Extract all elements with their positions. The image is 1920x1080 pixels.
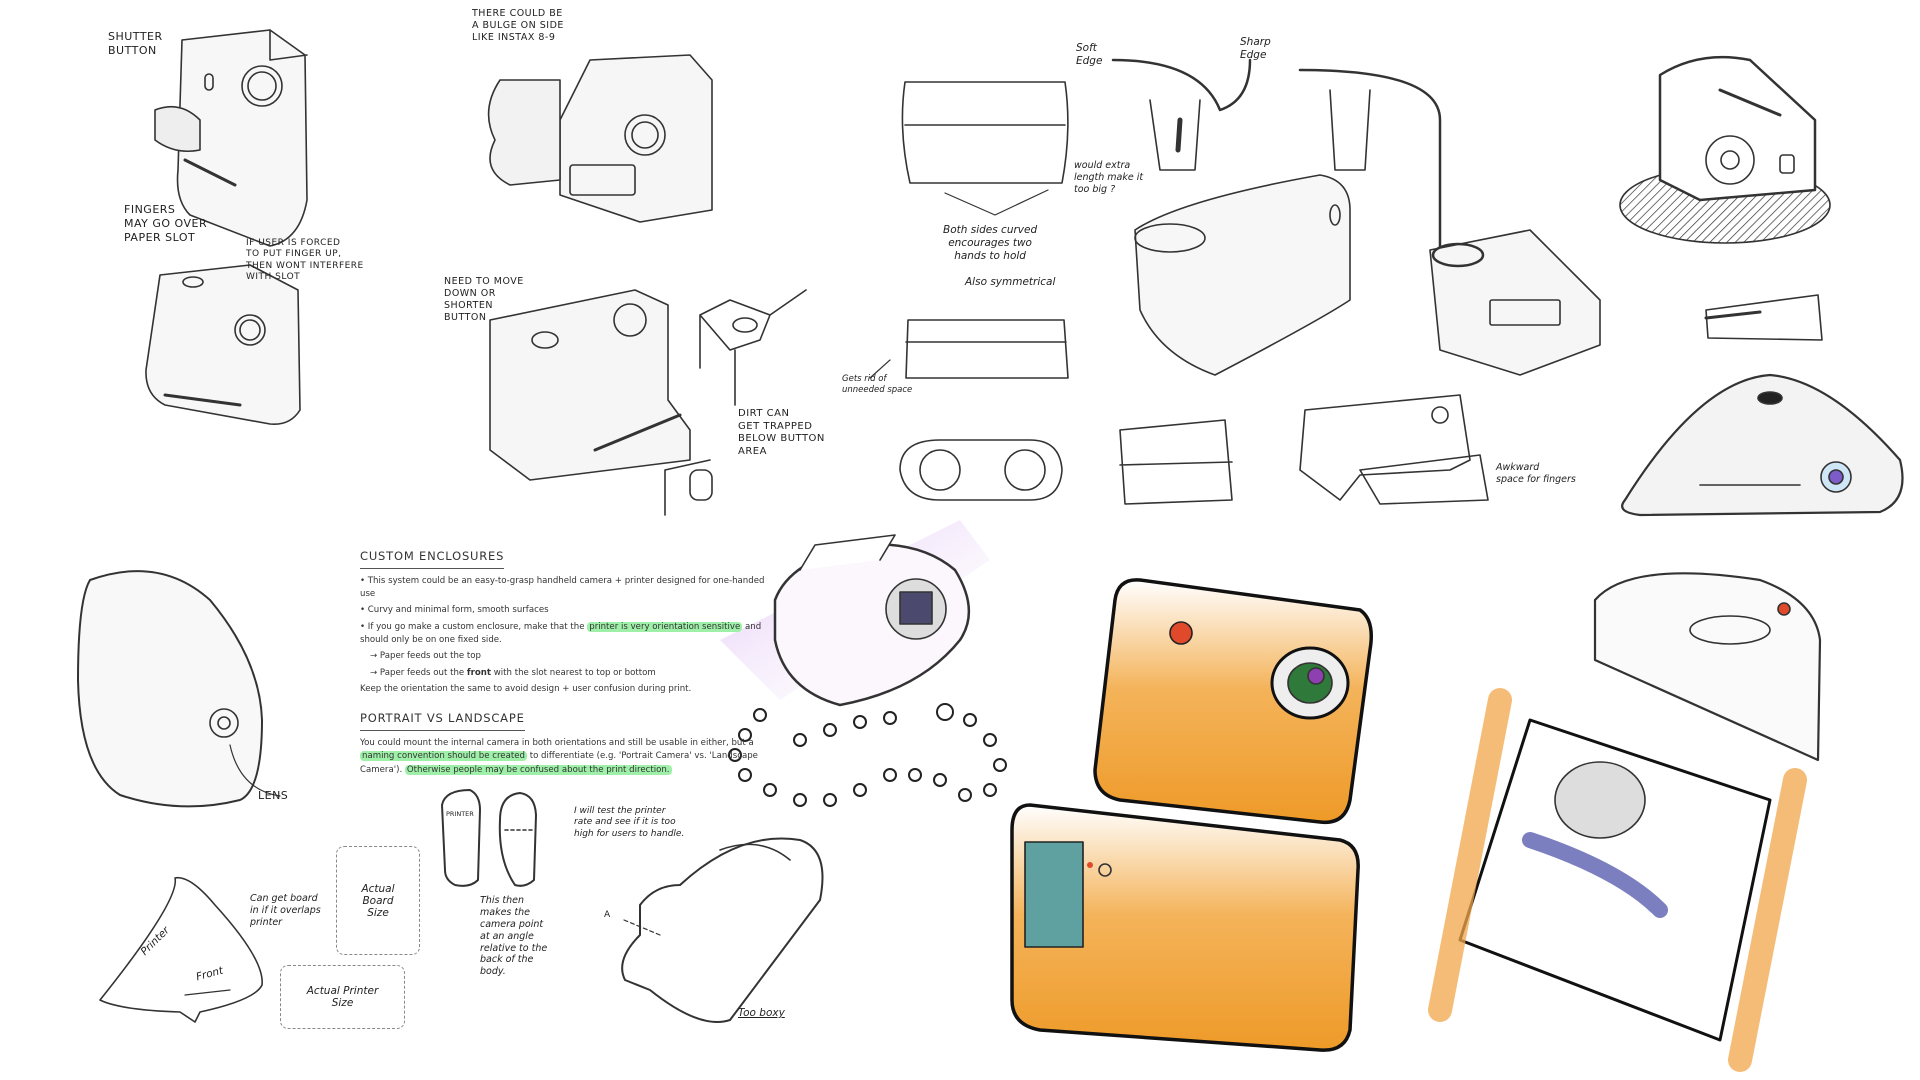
button-detail-sketch [664, 289, 807, 516]
top-view-sketch-curved [901, 81, 1069, 216]
annotation-dirt: DIRT CAN GET TRAPPED BELOW BUTTON AREA [738, 408, 825, 457]
bullet-handheld: • This system could be an easy-to-grasp … [360, 575, 765, 600]
dome-camera-sketch [77, 570, 281, 808]
arrow-item-top: → Paper feeds out the top [370, 651, 481, 662]
annotation-awkward: Awkward space for fingers [1496, 462, 1576, 485]
annotation-shutter-button: SHUTTER BUTTON [108, 30, 163, 57]
camera-sketch-hatched [1619, 55, 1831, 244]
camera-sketch-hand-grip [154, 29, 308, 247]
keep-orientation-text: Keep the orientation the same to avoid d… [360, 684, 692, 694]
too-boxy-sketch [621, 837, 824, 1023]
annotation-bulge: THERE COULD BE A BULGE ON SIDE LIKE INST… [472, 8, 564, 43]
camera-sketch-bulge [487, 54, 713, 223]
heading-custom-enclosures: Custom Enclosures [360, 548, 505, 569]
text: • If you go make a custom enclosure, mak… [360, 621, 588, 632]
annotation-sharp-edge: Sharp Edge [1240, 36, 1271, 62]
text: and should only be on one fixed side. [360, 621, 762, 646]
annotation-soft-edge: Soft Edge [1076, 42, 1103, 68]
triangle-camera-sketch [1621, 373, 1904, 517]
annotation-move-button: NEED TO MOVE DOWN OR SHORTEN BUTTON [444, 276, 524, 323]
edge-profile-sketch [1111, 58, 1442, 282]
actual-board-size-box: Actual Board Size [336, 846, 420, 955]
triangle-layout-sketch [99, 876, 263, 1023]
notes-document: Custom Enclosures • This system could be… [360, 548, 780, 780]
annotation-fingers: FINGERS MAY GO OVER PAPER SLOT [124, 203, 208, 244]
orange-cube-camera-top [1093, 578, 1373, 825]
text: → Paper feeds out the [370, 667, 467, 678]
text: with the slot nearest to top or bottom [491, 667, 656, 678]
camera-sketch-finger-up [145, 264, 301, 426]
curvy-camera-sketch [1134, 174, 1351, 376]
top-view-sketch-flat [869, 319, 1069, 379]
text-bold: front [466, 667, 492, 678]
highlight-confused: Otherwise people may be confused about t… [404, 764, 672, 775]
highlight-orientation: printer is very orientation sensitive [587, 621, 743, 632]
printer-slot-sketch [1429, 229, 1601, 376]
section-a-label: A [604, 910, 611, 920]
actual-printer-size-box: Actual Printer Size [280, 965, 405, 1029]
bullet-orientation: • If you go make a custom enclosure, mak… [360, 621, 780, 648]
annotation-symmetrical: Also symmetrical [965, 276, 1056, 288]
highlight-naming: naming convention should be created [360, 751, 527, 762]
annotation-lens: LENS [258, 789, 289, 802]
cylinder-sketch [1704, 294, 1823, 341]
portrait-paragraph: You could mount the internal camera in b… [360, 737, 780, 777]
text: to differentiate (e.g. 'Portrait Camera'… [360, 751, 758, 775]
annotation-test-rate: I will test the printer rate and see if … [574, 806, 685, 839]
bottom-small-sketches [899, 394, 1489, 505]
arrow-item-front: → Paper feeds out the front with the slo… [360, 667, 780, 680]
camera-sketch-slot [489, 289, 691, 481]
annotation-both-sides: Both sides curved encourages two hands t… [943, 224, 1038, 263]
annotation-extra-length: would extra length make it too big ? [1074, 160, 1144, 195]
text: You could mount the internal camera in b… [360, 738, 754, 749]
printer-tag: PRINTER [446, 810, 474, 818]
annotation-too-boxy: Too boxy [738, 1007, 785, 1019]
annotation-camera-angle: This then makes the camera point at an a… [480, 895, 548, 978]
annotation-forced: IF USER IS FORCED TO PUT FINGER UP, THEN… [246, 238, 364, 282]
bullet-curvy: • Curvy and minimal form, smooth surface… [360, 605, 549, 616]
tilted-camera-sketch [1428, 572, 1822, 1072]
purple-camera-sketch [720, 520, 1007, 807]
annotation-gets-rid: Gets rid of unneeded space [842, 374, 913, 395]
annotation-board-overlap: Can get board in if it overlaps printer [250, 893, 321, 928]
printer-profile-sketch [441, 789, 537, 887]
heading-portrait-landscape: Portrait vs Landscape [360, 710, 525, 732]
orange-cube-printer-bottom [1010, 803, 1360, 1052]
